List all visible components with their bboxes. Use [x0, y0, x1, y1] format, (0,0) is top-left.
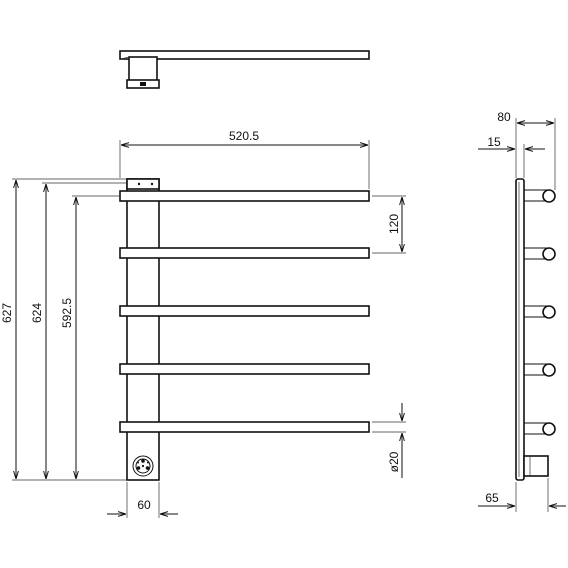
power-connector-icon — [132, 455, 154, 477]
side-rail-ends — [524, 189, 556, 436]
dim-bar-spacing: 120 — [387, 214, 401, 234]
rail-2 — [119, 247, 370, 259]
side-connector — [523, 455, 549, 477]
dim-side-offset: 15 — [487, 135, 501, 149]
rail-5 — [119, 421, 370, 433]
dim-bar-diameter: ø20 — [387, 451, 401, 472]
side-view: 80 15 65 — [478, 110, 566, 512]
vertical-column — [126, 178, 160, 481]
dim-total-height-3: 592.5 — [60, 298, 74, 328]
dim-side-base: 65 — [485, 491, 499, 505]
cap-dot-right — [150, 182, 154, 186]
column-top-cap — [126, 178, 160, 190]
side-column — [515, 178, 525, 481]
front-view: 520.5 120 ø20 60 627 624 592.5 — [0, 129, 406, 518]
dim-total-height-1: 627 — [0, 303, 14, 323]
rail-4 — [119, 363, 370, 375]
top-view-bar — [119, 50, 370, 60]
top-view — [119, 50, 370, 89]
rail-1 — [119, 190, 370, 202]
dim-total-height-2: 624 — [30, 303, 44, 323]
dim-side-depth: 80 — [497, 110, 511, 124]
dim-overall-width: 520.5 — [229, 129, 259, 143]
top-view-connector — [140, 82, 146, 86]
rail-3 — [119, 305, 370, 317]
cap-dot-left — [137, 182, 141, 186]
top-view-column-head — [128, 56, 158, 83]
top-view-joint — [120, 56, 130, 60]
dim-column-width: 60 — [137, 498, 151, 512]
